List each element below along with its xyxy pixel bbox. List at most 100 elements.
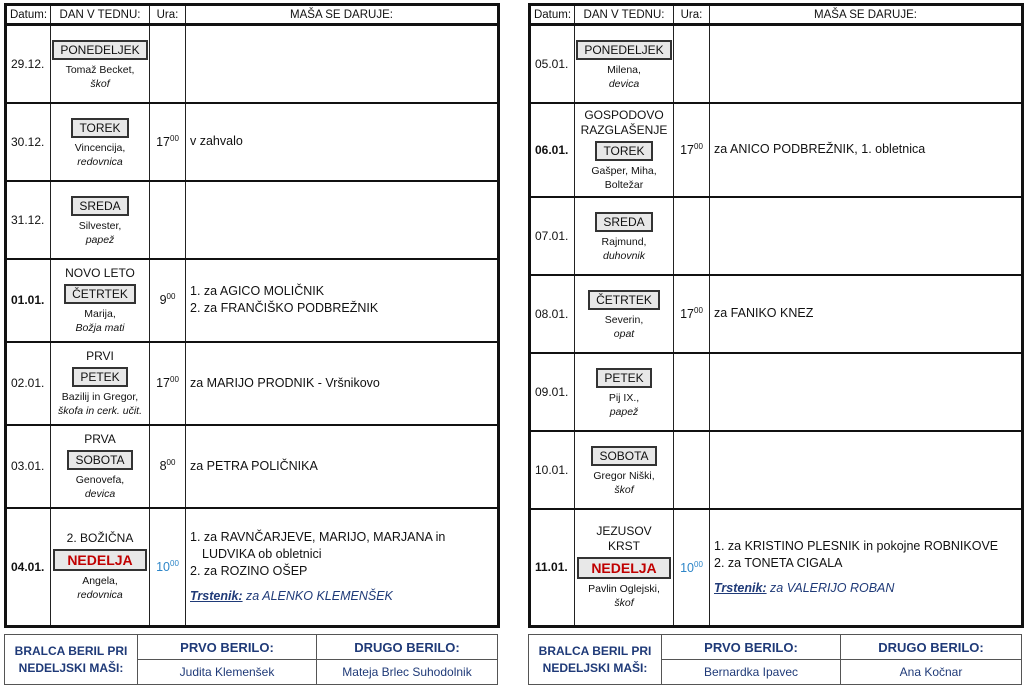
mass-intention: 1. za KRISTINO PLESNIK in pokojne ROBNIK…: [714, 538, 999, 553]
day-badge: SOBOTA: [591, 445, 657, 466]
date-cell: 11.01.: [529, 508, 575, 628]
date-cell: 02.01.: [5, 341, 51, 426]
second-reading-header: DRUGO BERILO:: [316, 634, 498, 660]
date-cell: 30.12.: [5, 102, 51, 182]
saint: Severin,opat: [575, 313, 673, 341]
second-reader: Mateja Brlec Suhodolnik: [316, 659, 498, 685]
saint-name: Bazilij in Gregor,: [61, 390, 139, 403]
saint-title: škof: [614, 597, 634, 610]
readers-header-row: BRALCA BERIL PRI NEDELJSKI MAŠI:PRVO BER…: [528, 634, 1022, 685]
time-hour: 17: [156, 135, 170, 150]
date-cell: 06.01.: [529, 102, 575, 198]
saint: Pavlin Oglejski,škof: [575, 582, 673, 610]
saint-name: Genovefa,: [75, 473, 125, 486]
saint-title: papež: [609, 405, 639, 418]
mass-intention: 2. za FRANČIŠKO PODBREŽNIK: [190, 301, 379, 315]
mass-intention: za MARIJO PRODNIK - Vršnikovo: [190, 375, 380, 390]
time-cell: 1700: [673, 102, 710, 198]
saint: Marija,Božja mati: [51, 307, 149, 335]
trstenik-text: za ALENKO KLEMENŠEK: [242, 588, 393, 603]
date-cell: 08.01.: [529, 274, 575, 354]
mass-cell: [709, 430, 1023, 510]
first-reader: Bernardka Ipavec: [661, 659, 841, 685]
saint-name: Gašper, Miha,: [591, 164, 657, 177]
time-minutes: 00: [170, 375, 179, 385]
time-cell: 1700: [149, 102, 186, 182]
feast-name: JEZUSOV: [596, 524, 652, 539]
mass-intention: 1. za AGICO MOLIČNIK: [190, 284, 325, 298]
date-cell: 29.12.: [5, 24, 51, 104]
time-cell: [149, 24, 186, 104]
time-cell: 800: [149, 424, 186, 509]
day-badge: PETEK: [72, 366, 128, 387]
saint-title: škofa in cerk. učit.: [57, 404, 143, 417]
readers-table: BRALCA BERIL PRI NEDELJSKI MAŠI:PRVO BER…: [4, 634, 498, 685]
mass-cell: [709, 196, 1023, 276]
trstenik-label: Trstenik:: [190, 588, 243, 603]
saint-name: Silvester,: [78, 219, 122, 232]
schedule-table: Datum:DAN V TEDNU:Ura:MAŠA SE DARUJE:29.…: [4, 3, 500, 628]
date-cell: 10.01.: [529, 430, 575, 510]
mass-cell: [185, 24, 499, 104]
date-cell: 09.01.: [529, 352, 575, 432]
saint: Vincencija,redovnica: [51, 141, 149, 169]
saint-title: škof: [90, 77, 110, 90]
time-hour: 10: [156, 560, 170, 575]
first-reading-header: PRVO BERILO:: [661, 634, 841, 660]
time-hour: 10: [680, 560, 694, 575]
schedule-table: Datum:DAN V TEDNU:Ura:MAŠA SE DARUJE:05.…: [528, 3, 1024, 628]
trstenik-intention: Trstenik: za ALENKO KLEMENŠEK: [190, 588, 497, 605]
day-badge: PETEK: [596, 367, 652, 388]
day-badge: PONEDELJEK: [52, 39, 148, 60]
saint-name: Marija,: [84, 307, 116, 320]
time-hour: 8: [159, 459, 167, 474]
mass-cell: 1. za KRISTINO PLESNIK in pokojne ROBNIK…: [709, 508, 1023, 628]
saint: Milena,devica: [575, 63, 673, 91]
feast-name: 2. BOŽIČNA: [66, 531, 134, 546]
time-cell: 1000: [149, 507, 186, 628]
saint-title: opat: [613, 327, 635, 340]
time-cell: [149, 180, 186, 260]
saint-name: Tomaž Becket,: [65, 63, 135, 76]
saint-title: Božja mati: [75, 321, 125, 334]
day-badge: ČETRTEK: [588, 289, 660, 310]
mass-cell: za PETRA POLIČNIKA: [185, 424, 499, 509]
mass-cell: za ANICO PODBREŽNIK, 1. obletnica: [709, 102, 1023, 198]
feast-name: NOVO LETO: [65, 265, 135, 280]
mass-cell: [709, 24, 1023, 104]
saint-title: devica: [84, 487, 116, 500]
mass-intention: za PETRA POLIČNIKA: [190, 458, 318, 473]
saint-title: devica: [608, 77, 640, 90]
time-cell: 1700: [149, 341, 186, 426]
saint-title: papež: [85, 233, 115, 246]
readers-header-row: BRALCA BERIL PRI NEDELJSKI MAŠI:PRVO BER…: [4, 634, 498, 685]
header-ura: Ura:: [149, 4, 186, 26]
mass-cell: 1. za RAVNČARJEVE, MARIJO, MARJANA in LU…: [185, 507, 499, 628]
time-cell: [673, 24, 710, 104]
day-cell: ČETRTEK Severin,opat: [574, 274, 674, 354]
saint: Angela,redovnica: [51, 574, 149, 602]
time-cell: 1000: [673, 508, 710, 628]
header-masa: MAŠA SE DARUJE:: [185, 4, 499, 26]
mass-intention: v zahvalo: [190, 134, 243, 148]
mass-cell: [709, 352, 1023, 432]
time-cell: 900: [149, 258, 186, 343]
time-minutes: 00: [694, 559, 703, 569]
trstenik-intention: Trstenik: za VALERIJO ROBAN: [714, 580, 1021, 597]
day-badge: SREDA: [595, 211, 653, 232]
readers-table: BRALCA BERIL PRI NEDELJSKI MAŠI:PRVO BER…: [528, 634, 1022, 685]
feast-name: GOSPODOVO: [584, 107, 664, 122]
day-badge: SOBOTA: [67, 449, 133, 470]
